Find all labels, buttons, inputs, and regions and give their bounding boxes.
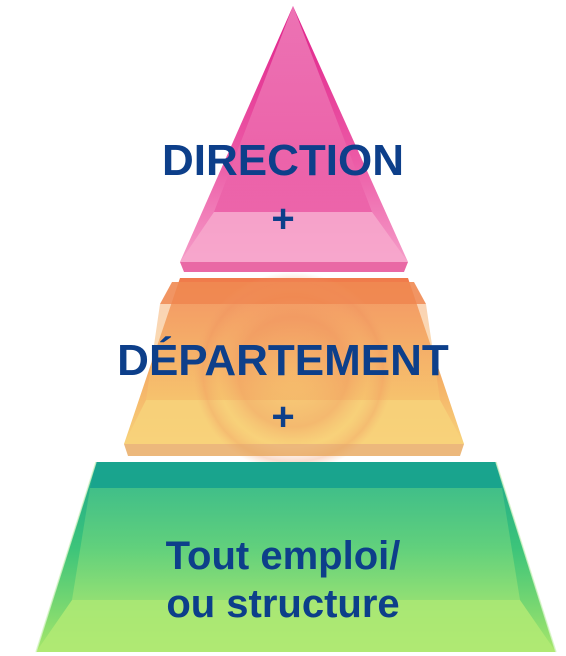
tier-bottom — [35, 461, 557, 653]
tier-middle — [124, 272, 464, 472]
tier-top — [180, 6, 408, 272]
plus-connector-middle: + — [271, 395, 295, 439]
tier-label-departement: DÉPARTEMENT — [117, 336, 449, 385]
tier-label-direction: DIRECTION — [162, 136, 404, 185]
tier-label-tout-emploi: Tout emploi/ ou structure — [165, 534, 401, 626]
plus-connector-top: + — [271, 197, 295, 241]
